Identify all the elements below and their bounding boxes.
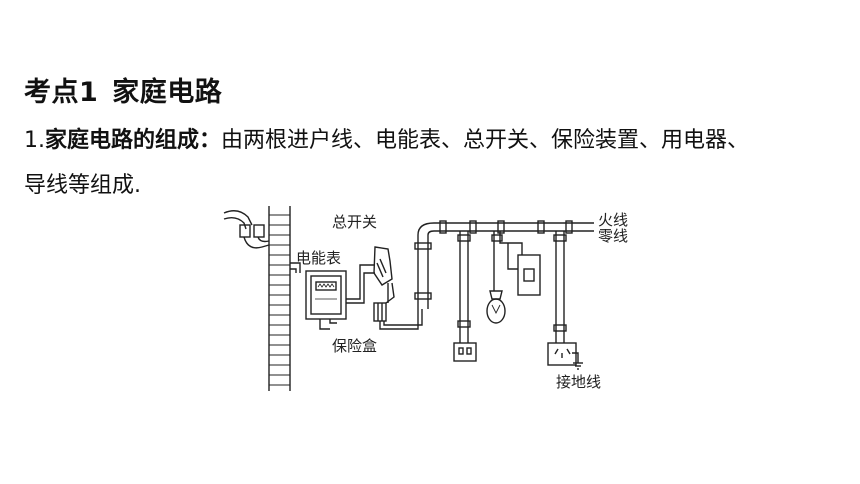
- paragraph-line-1: 1.家庭电路的组成：由两根进户线、电能表、总开关、保险装置、用电器、: [24, 118, 844, 163]
- wall: [268, 206, 291, 391]
- service-wire: [290, 262, 301, 273]
- branch-grounded-socket: [547, 231, 583, 370]
- service-entrance: [223, 210, 270, 249]
- paragraph-lead: 家庭电路的组成：: [45, 128, 222, 153]
- live-wire-label: 火线: [598, 211, 628, 229]
- energy-meter: [305, 270, 347, 330]
- neutral-wire-label: 零线: [598, 227, 628, 245]
- main-switch-label: 总开关: [332, 213, 377, 231]
- circuit-svg: 总开关 电能表 保险盒 火线 零线 接地线: [223, 206, 628, 391]
- main-switch: [346, 246, 393, 304]
- heading-prefix: 考点1: [24, 77, 99, 108]
- meter-label: 电能表: [296, 249, 341, 267]
- paragraph-line1-rest: 由两根进户线、电能表、总开关、保险装置、用电器、: [221, 128, 750, 153]
- branch-lamp: [486, 231, 541, 324]
- riser-conduit: [414, 222, 435, 309]
- main-lines: [434, 220, 594, 234]
- composition-paragraph: 1.家庭电路的组成：由两根进户线、电能表、总开关、保险装置、用电器、 导线等组成…: [24, 118, 844, 208]
- branch-socket: [453, 231, 477, 362]
- paragraph-number: 1.: [24, 128, 45, 153]
- heading-title: 家庭电路: [112, 77, 223, 108]
- section-heading: 考点1 家庭电路: [24, 70, 222, 109]
- fuse-box-label: 保险盒: [332, 337, 377, 355]
- household-circuit-diagram: 总开关 电能表 保险盒 火线 零线 接地线: [222, 203, 642, 398]
- ground-wire-label: 接地线: [556, 373, 601, 391]
- paragraph-line-2: 导线等组成.: [24, 173, 141, 198]
- fuse-box: [373, 282, 423, 330]
